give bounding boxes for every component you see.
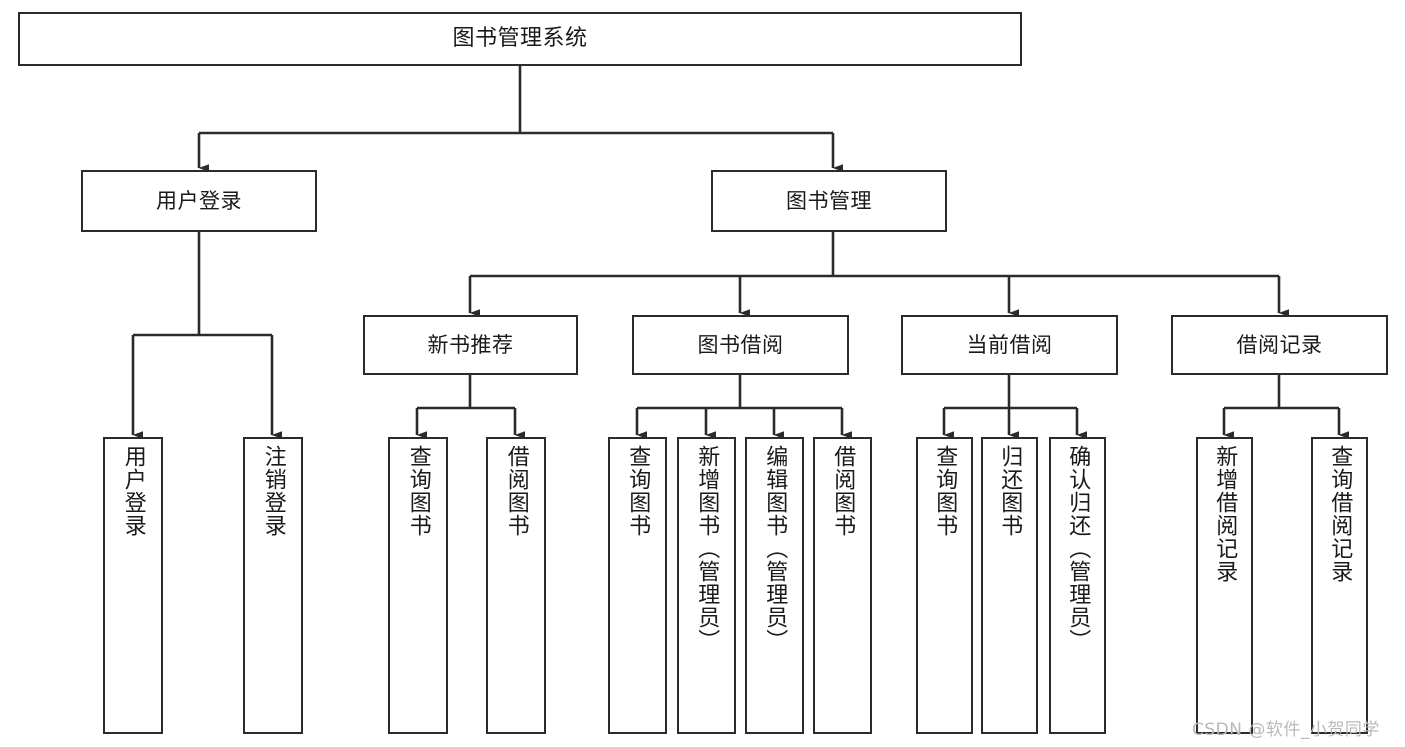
node-label: 借阅图书 xyxy=(503,445,529,537)
node-label: 用户登录 xyxy=(156,188,242,213)
node-current-borrow[interactable]: 当前借阅 xyxy=(901,315,1118,375)
leaf-book-borrow-query-book[interactable]: 查询图书 xyxy=(608,437,667,734)
node-book-management[interactable]: 图书管理 xyxy=(711,170,947,232)
leaf-user-login-signout[interactable]: 注销登录 xyxy=(243,437,303,734)
leaf-borrow-record-query-record[interactable]: 查询借阅记录 xyxy=(1311,437,1368,734)
node-label: 查询借阅记录 xyxy=(1327,445,1353,583)
node-new-book-recommend[interactable]: 新书推荐 xyxy=(363,315,578,375)
leaf-new-book-borrow-book[interactable]: 借阅图书 xyxy=(486,437,546,734)
node-label: 新增借阅记录 xyxy=(1212,445,1238,583)
node-label: 查询图书 xyxy=(932,445,958,537)
node-book-borrow[interactable]: 图书借阅 xyxy=(632,315,849,375)
node-label: 用户登录 xyxy=(120,445,146,537)
node-label: 确认归还（管理员） xyxy=(1065,445,1091,652)
node-label: 图书管理 xyxy=(786,188,872,213)
leaf-current-borrow-query-book[interactable]: 查询图书 xyxy=(916,437,973,734)
leaf-current-borrow-return-book[interactable]: 归还图书 xyxy=(981,437,1038,734)
leaf-user-login-signin[interactable]: 用户登录 xyxy=(103,437,163,734)
csdn-watermark: CSDN @软件_小贺同学 xyxy=(1192,720,1380,740)
node-user-login[interactable]: 用户登录 xyxy=(81,170,317,232)
leaf-book-borrow-edit-book-admin[interactable]: 编辑图书（管理员） xyxy=(745,437,804,734)
node-label: 图书管理系统 xyxy=(452,26,588,52)
leaf-new-book-query-book[interactable]: 查询图书 xyxy=(388,437,448,734)
node-label: 当前借阅 xyxy=(966,332,1053,357)
leaf-borrow-record-add-record[interactable]: 新增借阅记录 xyxy=(1196,437,1253,734)
node-label: 查询图书 xyxy=(405,445,431,537)
node-label: 注销登录 xyxy=(260,445,286,537)
node-book-management-system[interactable]: 图书管理系统 xyxy=(18,12,1022,66)
node-label: 借阅记录 xyxy=(1236,332,1323,357)
node-label: 新书推荐 xyxy=(427,332,514,357)
node-borrow-record[interactable]: 借阅记录 xyxy=(1171,315,1388,375)
leaf-book-borrow-borrow-book[interactable]: 借阅图书 xyxy=(813,437,872,734)
node-label: 归还图书 xyxy=(997,445,1023,537)
node-label: 查询图书 xyxy=(625,445,651,537)
node-label: 编辑图书（管理员） xyxy=(762,445,788,652)
leaf-current-borrow-confirm-return-admin[interactable]: 确认归还（管理员） xyxy=(1049,437,1106,734)
node-label: 借阅图书 xyxy=(830,445,856,537)
node-label: 新增图书（管理员） xyxy=(694,445,720,652)
node-label: 图书借阅 xyxy=(697,332,784,357)
leaf-book-borrow-add-book-admin[interactable]: 新增图书（管理员） xyxy=(677,437,736,734)
